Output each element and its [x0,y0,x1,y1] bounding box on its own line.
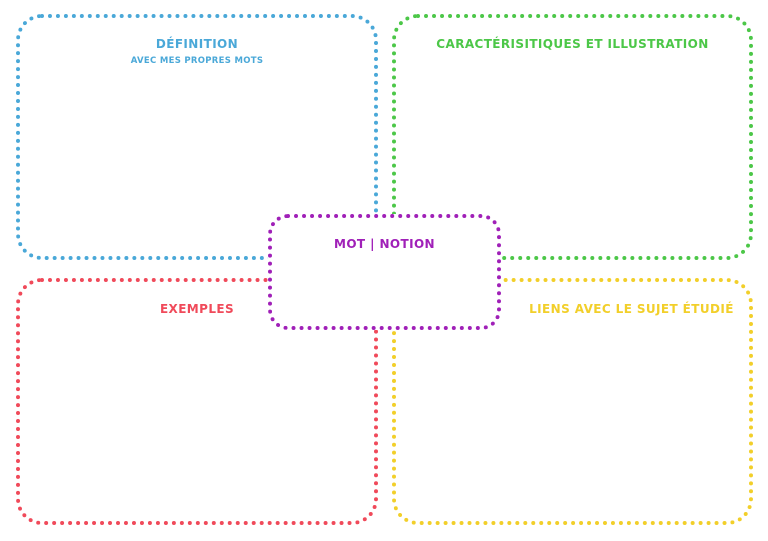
definition-box: DÉFINITION AVEC MES PROPRES MOTS [16,14,378,260]
liens-box: LIENS AVEC LE SUJET ÉTUDIÉ [392,278,753,525]
liens-title: LIENS AVEC LE SUJET ÉTUDIÉ [529,302,734,316]
caracteristiques-title: CARACTÉRISITIQUES ET ILLUSTRATION [436,37,709,51]
exemples-box: EXEMPLES [16,278,378,525]
exemples-title: EXEMPLES [159,302,235,316]
caracteristiques-box: CARACTÉRISITIQUES ET ILLUSTRATION [392,14,753,260]
mot-notion-box: MOT | NOTION [268,214,501,330]
definition-subtitle: AVEC MES PROPRES MOTS [130,56,264,66]
mot-notion-title: MOT | NOTION [333,237,435,251]
definition-title: DÉFINITION [155,37,239,51]
